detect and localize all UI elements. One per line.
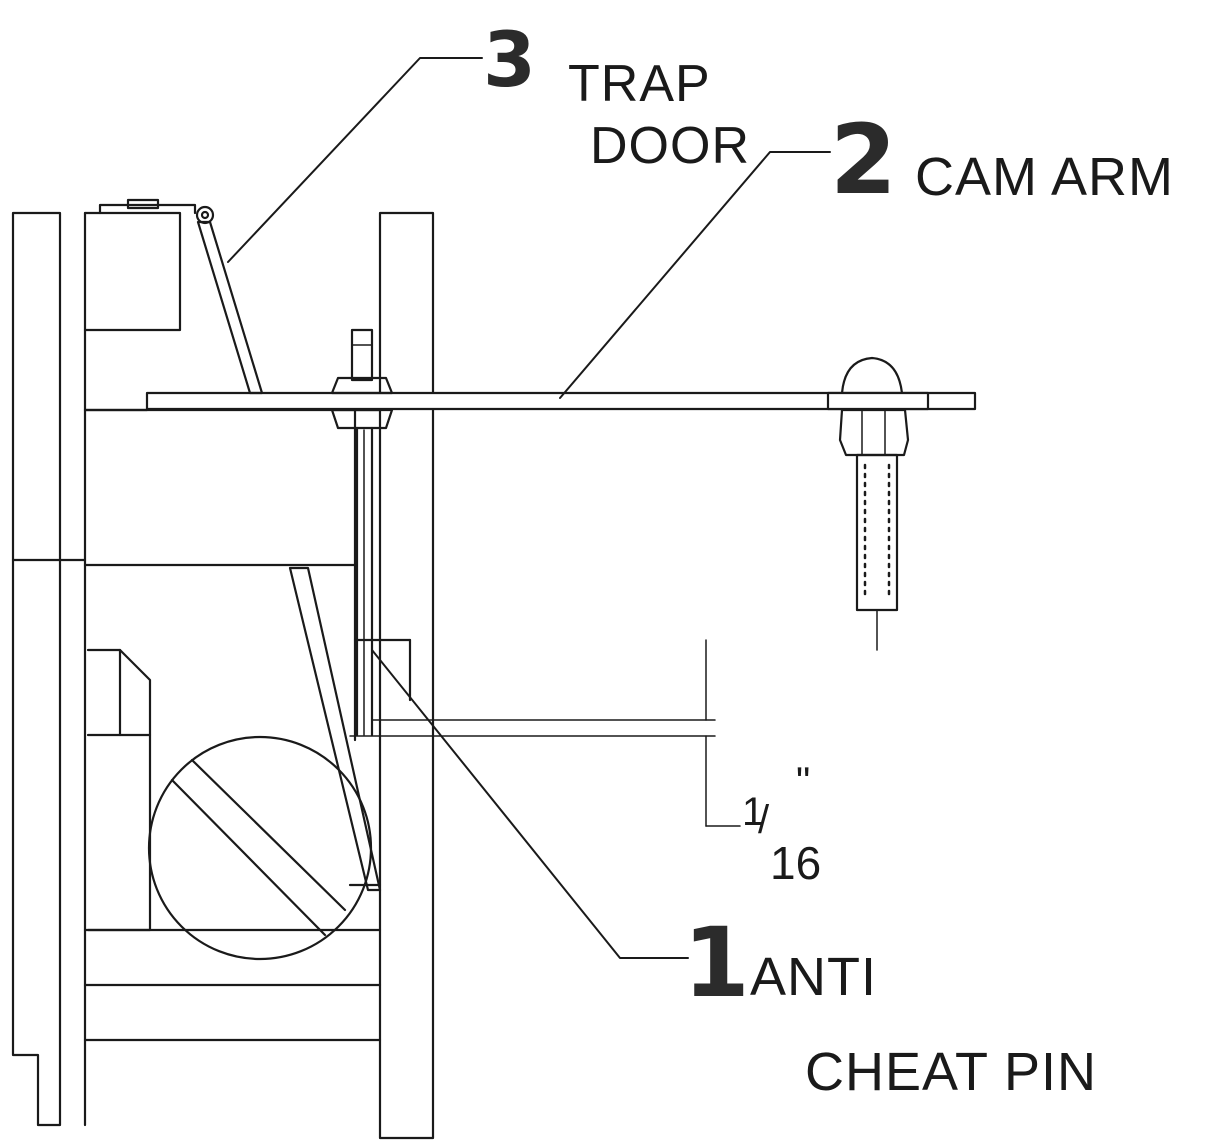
callout-label-cam-arm: CAM ARM [915, 147, 1175, 207]
left-frame-outer [11, 211, 62, 1127]
callout-label-anti-cheat-pin-line1: ANTI [750, 947, 878, 1007]
leader-anti-cheat-pin [371, 649, 689, 959]
dimension-fraction-slash: / [758, 798, 770, 842]
callout-number-trap-door: 3 [483, 15, 536, 104]
chute-guide [288, 566, 382, 892]
trap-door-hinge-pin [200, 210, 210, 220]
dimension-denominator: 16 [770, 837, 822, 889]
upper-housing [98, 203, 197, 215]
dimension-numerator: 1 [742, 790, 765, 834]
dome-nut [840, 356, 904, 395]
pin-bottom-nut [330, 408, 394, 430]
trap-door-hinge [195, 205, 215, 225]
trap-door-arm [196, 220, 264, 395]
dimension-unit: " [796, 760, 811, 804]
callout-label-trap-door-line2: DOOR [590, 117, 750, 175]
leader-trap-door [227, 57, 483, 263]
roller-slot-1 [190, 758, 347, 912]
callout-number-anti-cheat-pin: 1 [683, 907, 750, 1019]
callout-number-cam-arm: 2 [830, 104, 897, 216]
leader-cam-arm [559, 151, 831, 399]
hex-nut-lower [838, 408, 910, 457]
pin-top-nut [330, 376, 394, 395]
right-post [378, 211, 435, 1140]
pin-top-thread [350, 328, 374, 382]
threaded-bolt [855, 453, 899, 612]
callout-label-trap-door-line1: TRAP [568, 55, 711, 113]
cam-arm-plate [145, 391, 977, 411]
callout-label-anti-cheat-pin-line2: CHEAT PIN [805, 1042, 1098, 1102]
roller [147, 735, 373, 961]
dome-washer [826, 391, 930, 411]
roller-slot-2 [170, 778, 327, 937]
top-screw-head [126, 198, 160, 210]
upper-block [83, 211, 182, 332]
